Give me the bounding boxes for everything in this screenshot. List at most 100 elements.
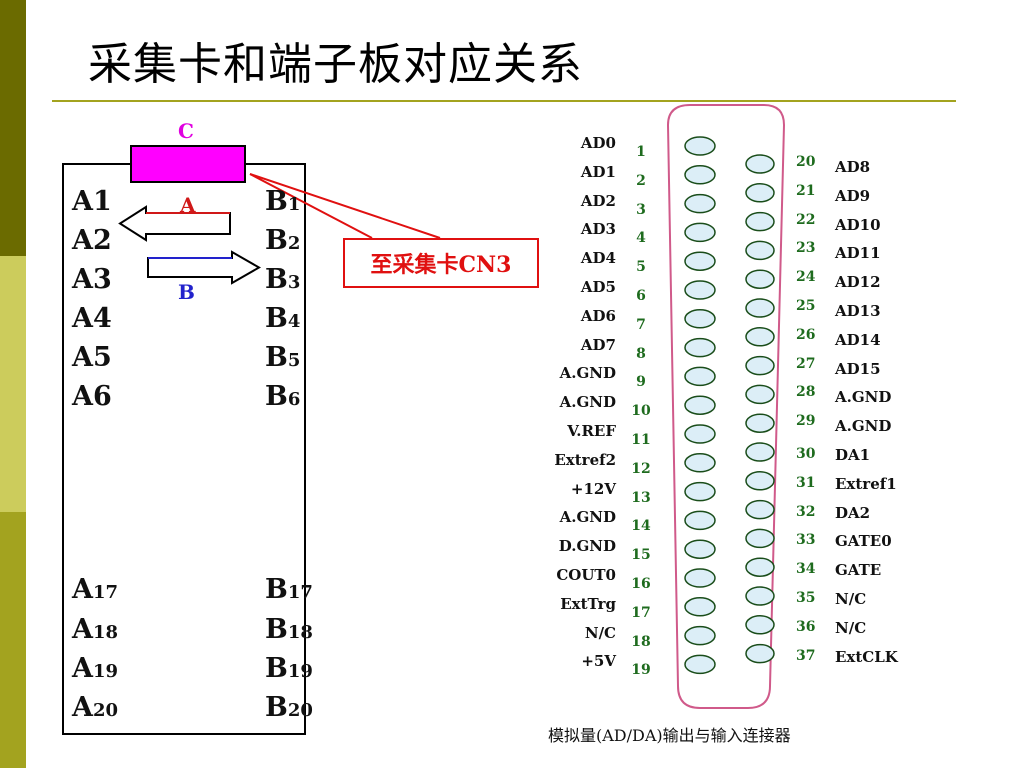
title-divider [52, 100, 956, 102]
pin-hole [684, 654, 716, 675]
signal-label: AD1 [580, 162, 616, 181]
pin-number: 23 [796, 240, 816, 257]
signal-label: GATE [835, 561, 882, 580]
signal-label: D.GND [558, 537, 616, 556]
right-pin-label: B19 [265, 653, 313, 684]
pin-number: 18 [631, 633, 651, 650]
signal-label: AD4 [580, 249, 616, 268]
right-pin-label: B4 [265, 303, 301, 334]
right-pin-label: B1 [265, 186, 301, 217]
signal-label: V.REF [567, 422, 616, 440]
signal-label: +5V [581, 652, 616, 671]
signal-label: AD3 [580, 220, 616, 239]
left-pin-label: A19 [72, 653, 119, 684]
left-pin-label: A1 [72, 186, 112, 217]
pin-hole [684, 309, 716, 329]
pin-hole [684, 539, 716, 559]
connector-a-label: A [180, 193, 196, 217]
pin-hole [684, 251, 716, 271]
side-band-mid [0, 512, 26, 768]
right-pin-label: B18 [265, 614, 313, 645]
pin-number: 31 [796, 474, 816, 491]
pin-hole [745, 298, 775, 318]
left-pin-label: A6 [72, 381, 112, 412]
pin-hole [745, 499, 775, 520]
right-pin-label: B6 [265, 381, 301, 412]
left-pin-label: A3 [72, 264, 112, 295]
signal-label: N/C [584, 623, 616, 642]
pin-hole [745, 154, 775, 174]
pin-hole [745, 327, 775, 347]
pin-number: 14 [631, 518, 651, 535]
pin-hole [684, 424, 716, 444]
connector-c [130, 145, 246, 183]
signal-label: AD0 [580, 134, 616, 152]
right-pin-label: B3 [265, 264, 301, 295]
pin-hole [745, 442, 775, 462]
left-pin-label: A2 [72, 225, 112, 256]
right-pin-label: B2 [265, 225, 301, 256]
pin-hole [745, 586, 775, 606]
signal-label: N/C [835, 618, 867, 637]
signal-label: AD8 [835, 158, 871, 176]
pin-number: 32 [796, 503, 816, 520]
connector-shell [666, 104, 786, 709]
signal-label: A.GND [835, 388, 892, 407]
pin-hole [684, 453, 716, 473]
pin-hole [684, 193, 716, 214]
pin-hole [684, 280, 716, 300]
pin-hole [745, 183, 775, 203]
pin-number: 7 [636, 316, 646, 333]
signal-label: Extref1 [835, 474, 897, 493]
signal-label: AD2 [580, 191, 616, 210]
pin-number: 29 [796, 413, 816, 430]
pin-number: 17 [631, 604, 651, 621]
pin-hole [745, 643, 775, 664]
signal-label: AD6 [580, 306, 616, 325]
pin-number: 35 [796, 590, 816, 606]
connector-c-label: C [178, 119, 194, 143]
pin-number: 1 [636, 144, 646, 160]
pin-number: 9 [636, 374, 646, 391]
pin-hole [684, 625, 716, 646]
left-pin-label: A5 [72, 342, 112, 373]
signal-label: AD14 [835, 330, 881, 349]
pin-hole [684, 136, 716, 156]
callout-pointer [249, 173, 441, 239]
signal-label: AD9 [835, 186, 871, 205]
signal-label: AD13 [835, 302, 881, 320]
right-pin-label: B5 [265, 342, 301, 373]
pin-number: 20 [796, 154, 816, 170]
pin-number: 15 [631, 547, 651, 564]
signal-label: COUT0 [556, 566, 616, 584]
signal-label: AD10 [835, 215, 881, 234]
right-pin-label: B20 [265, 692, 313, 723]
pin-number: 5 [636, 259, 646, 276]
signal-label: AD12 [835, 273, 881, 292]
pin-number: 25 [796, 298, 816, 314]
pin-number: 12 [631, 460, 651, 477]
signal-label: ExtCLK [835, 647, 898, 666]
pin-number: 2 [636, 172, 646, 189]
pin-number: 24 [796, 269, 816, 286]
signal-label: N/C [835, 590, 867, 608]
pin-number: 3 [636, 201, 646, 218]
pin-number: 30 [796, 446, 816, 462]
pin-number: 11 [631, 432, 651, 448]
pin-number: 8 [636, 345, 646, 362]
pin-number: 6 [636, 288, 646, 304]
pin-hole [745, 240, 775, 261]
pin-hole [745, 355, 775, 376]
connector-a-arrow [118, 205, 231, 242]
callout-to-cn3: 至采集卡CN3 [343, 238, 539, 288]
pin-hole [684, 337, 716, 358]
pin-number: 16 [631, 576, 651, 592]
signal-label: ExtTrg [560, 594, 616, 613]
pin-hole [684, 395, 716, 415]
left-pin-label: A4 [72, 303, 112, 334]
pin-hole [745, 269, 775, 289]
pin-hole [684, 222, 716, 243]
pin-hole [684, 366, 716, 387]
signal-label: +12V [570, 479, 616, 498]
